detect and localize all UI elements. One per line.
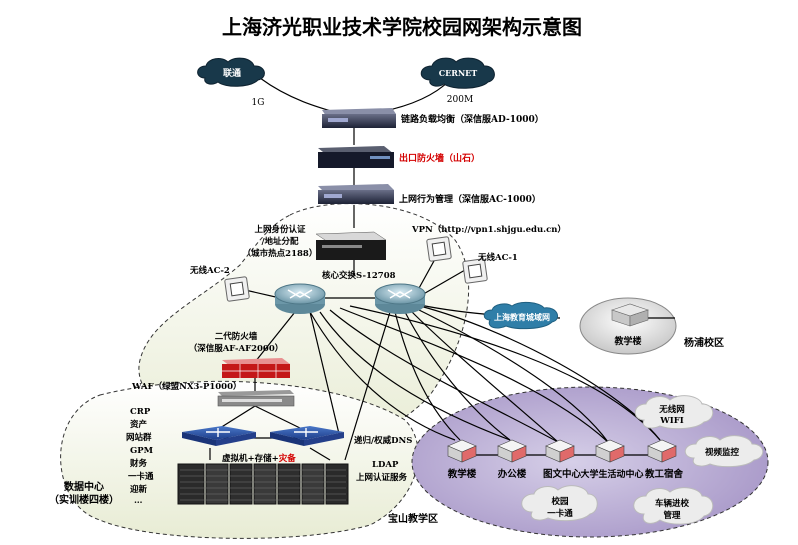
service-item: … <box>134 496 143 506</box>
wireless-ac1-icon <box>462 258 488 284</box>
auth-server-icon <box>315 231 387 260</box>
wifi-label-line1: 无线网 <box>658 404 685 415</box>
yangpu-building-label: 教学楼 <box>613 335 641 347</box>
service-item: 一卡通 <box>128 471 154 482</box>
ngfw-label-line2: （深信服AF-AF2000） <box>189 343 284 354</box>
video-monitor-cloud-icon: 视频监控 <box>684 435 764 468</box>
core-switch-label: 核心交换S-12708 <box>322 270 396 281</box>
yangpu-zone-ellipse <box>579 297 677 355</box>
baoshan-building-labels: 教学楼 办公楼 图文中心 大学生活动中心 教工宿舍 <box>447 468 684 480</box>
wireless-ac2-label: 无线AC-2 <box>189 265 230 276</box>
building-switch-icon <box>545 439 575 463</box>
service-item: GPM <box>130 446 154 456</box>
service-item: 迎新 <box>130 484 148 495</box>
exit-firewall-label: 出口防火墙（山石） <box>399 152 480 164</box>
wifi-cloud-icon: 无线网 WIFI <box>634 395 714 430</box>
datacenter-services: CRP 资产 网站群 GPM 财务 一卡通 迎新 … <box>126 407 154 506</box>
yangpu-building-switch-icon <box>611 303 649 327</box>
cernet-cloud-icon: CERNET <box>420 57 495 89</box>
service-item: 资产 <box>130 419 148 430</box>
auth-label-line1: 上网身份认证 <box>254 224 306 235</box>
baoshan-building-switches <box>447 439 677 463</box>
wireless-ac1-label: 无线AC-1 <box>477 252 518 263</box>
service-item: CRP <box>130 407 151 417</box>
behavior-mgmt-label: 上网行为管理（深信服AC-1000） <box>399 193 541 205</box>
baoshan-campus-label: 宝山教学区 <box>388 512 438 525</box>
campus-card-label-line1: 校园 <box>551 496 568 507</box>
vehicle-cloud-icon: 车辆进校 管理 <box>633 487 714 525</box>
load-balancer-label: 链路负载均衡（深信服AD-1000） <box>401 113 544 125</box>
datacenter-label-line1: 数据中心 <box>64 480 104 493</box>
core-switch-left-icon <box>274 283 326 314</box>
vehicle-label-line2: 管理 <box>663 510 681 521</box>
wifi-label-line2: WIFI <box>659 416 684 426</box>
unicom-label: 联通 <box>223 67 241 79</box>
campus-card-label-line2: 一卡通 <box>547 508 573 519</box>
vpn-device-icon <box>426 236 452 262</box>
dns-label: 递归/权威DNS <box>354 435 412 446</box>
vpn-label: VPN（http://vpn1.shjgu.edu.cn） <box>411 224 566 235</box>
vm-storage-prefix: 虚拟机+存储+ <box>222 453 279 464</box>
service-item: 网站群 <box>126 432 152 443</box>
auth-label-line2: /地址分配 <box>261 236 299 247</box>
waf-label: WAF（绿盟NX3-P1000） <box>131 381 242 392</box>
load-balancer-icon <box>322 108 396 128</box>
building-switch-icon <box>447 439 477 463</box>
behavior-mgmt-icon <box>318 184 394 204</box>
page-title: 上海济光职业技术学院校园网架构示意图 <box>222 15 582 39</box>
building-switch-icon <box>595 439 625 463</box>
vm-storage-label: 虚拟机+存储+灾备 <box>222 453 296 464</box>
edu-net-label: 上海教育城域网 <box>494 312 550 322</box>
unicom-cloud-icon: 联通 <box>197 57 265 87</box>
building-label: 办公楼 <box>498 468 527 480</box>
dc-switch-left-icon <box>182 426 256 446</box>
building-label: 教学楼 <box>447 468 477 480</box>
building-label: 教工宿舍 <box>644 468 684 480</box>
edu-net-cloud-icon: 上海教育城域网 <box>483 301 559 330</box>
connection-lines <box>209 77 675 461</box>
core-switch-right-icon <box>374 283 426 314</box>
waf-device-icon <box>217 390 295 407</box>
building-label: 图文中心 <box>543 468 582 480</box>
ngfw-firewall-icon <box>222 358 290 378</box>
cernet-label: CERNET <box>439 68 478 78</box>
video-monitor-label: 视频监控 <box>705 447 740 458</box>
exit-firewall-icon <box>318 146 394 168</box>
server-rack-icons <box>177 463 349 505</box>
datacenter-label-line2: （实训楼四楼） <box>49 493 119 506</box>
ngfw-label-line1: 二代防火墙 <box>215 331 258 342</box>
vm-storage-suffix: 灾备 <box>279 453 297 464</box>
building-label: 大学生活动中心 <box>580 468 643 480</box>
cernet-bandwidth: 200M <box>447 95 473 105</box>
ldap-label-line2: 上网认证服务 <box>356 472 408 483</box>
vehicle-label-line1: 车辆进校 <box>655 498 690 509</box>
wireless-ac2-icon <box>224 276 250 302</box>
building-switch-icon <box>497 439 527 463</box>
yangpu-campus-label: 杨浦校区 <box>684 336 724 349</box>
building-switch-icon <box>647 439 677 463</box>
unicom-bandwidth: 1G <box>252 98 265 108</box>
ldap-label-line1: LDAP <box>372 460 399 470</box>
campus-card-cloud-icon: 校园 一卡通 <box>521 485 598 522</box>
service-item: 财务 <box>129 458 148 469</box>
auth-label-line3: （城市热点2188） <box>243 248 318 259</box>
dc-switch-right-icon <box>270 426 344 446</box>
